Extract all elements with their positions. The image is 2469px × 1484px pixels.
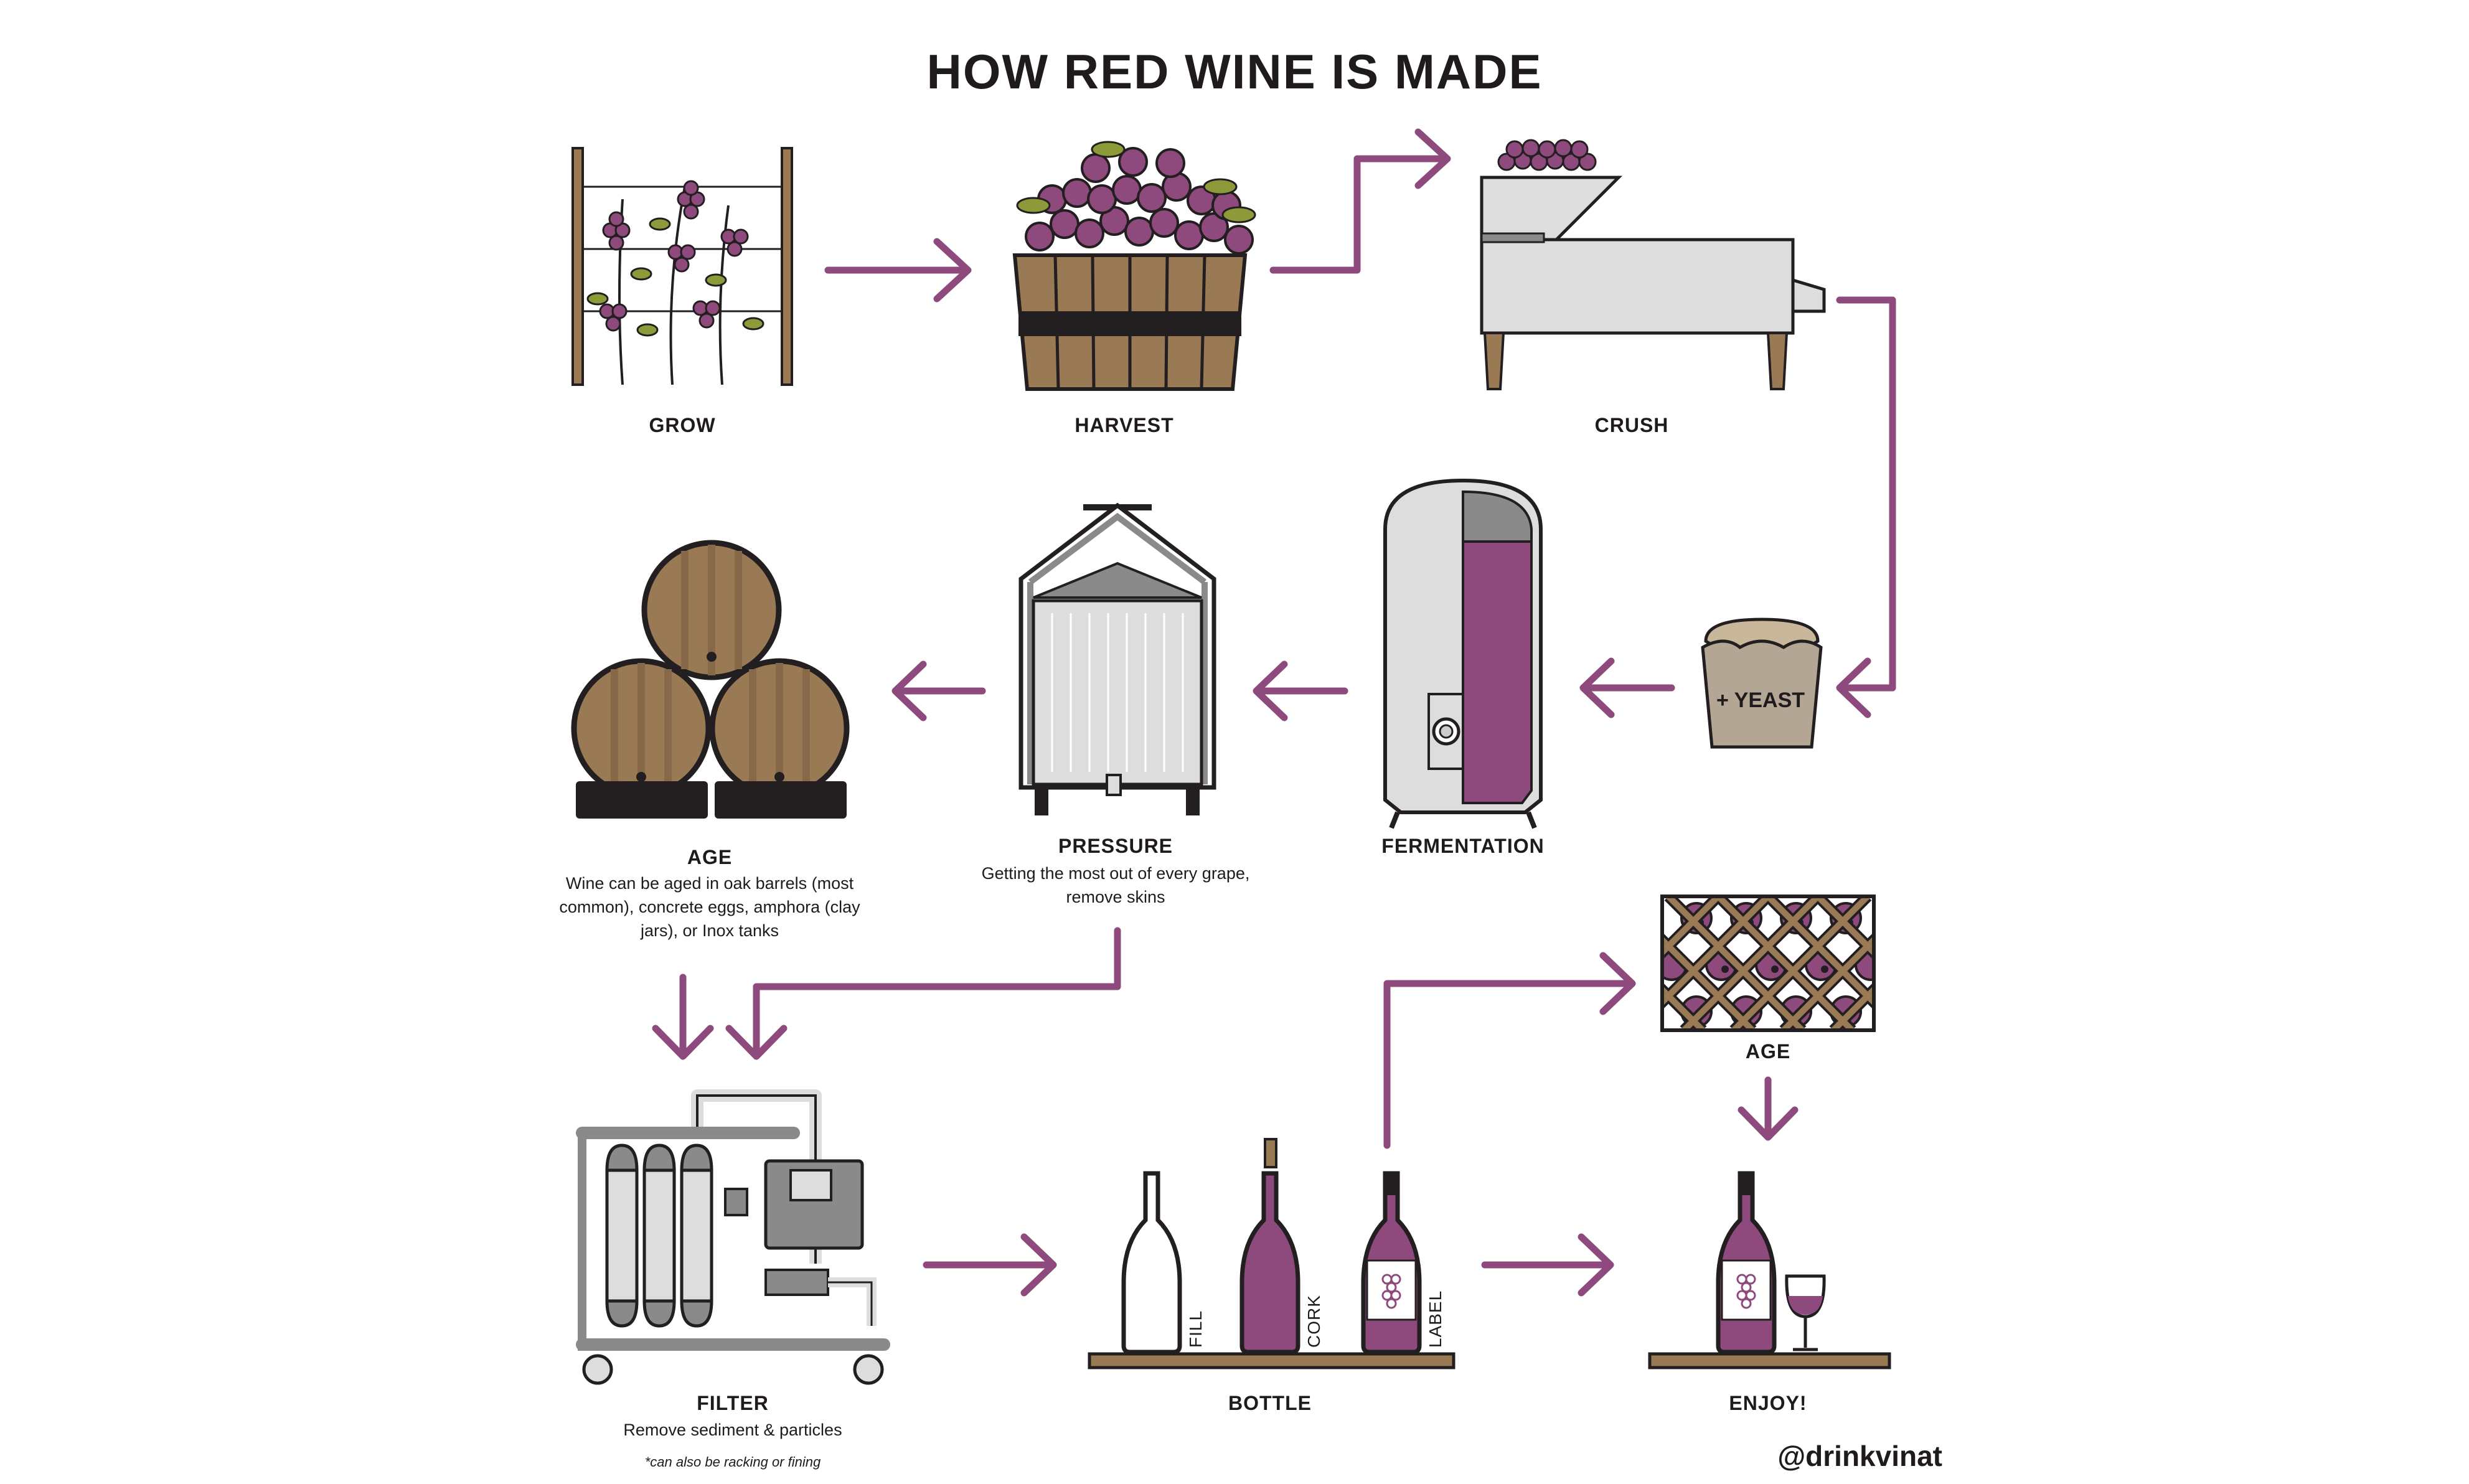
enjoy-label: ENJOY!	[1729, 1392, 1807, 1414]
wine-rack-illustration	[1660, 895, 1876, 1032]
filter-label: FILTER	[697, 1392, 769, 1414]
arrow-bottle-to-age	[1383, 952, 1636, 1149]
age-rack-label: AGE	[1746, 1040, 1790, 1063]
arrow-pressure-to-age	[891, 660, 986, 721]
bottle-cork-label: CORK	[1304, 1295, 1324, 1348]
pressure-desc-line-2: remove skins	[1066, 888, 1165, 906]
bottling-illustration	[1088, 1138, 1456, 1369]
grow-label: GROW	[649, 414, 715, 436]
yeast-sack-illustration	[1701, 618, 1823, 749]
crusher-illustration	[1480, 139, 1826, 390]
arrow-bottle-to-enjoy	[1481, 1233, 1614, 1297]
age-barrels-label: AGE	[687, 846, 732, 868]
enjoy-illustration	[1648, 1171, 1891, 1369]
filter-note: *can also be racking or fining	[645, 1454, 821, 1470]
arrow-fermentation-to-pressure	[1253, 660, 1348, 721]
harvest-basket-illustration	[1012, 141, 1256, 391]
filter-desc: Remove sediment & particles	[623, 1421, 842, 1439]
arrow-age-to-enjoy	[1738, 1076, 1799, 1141]
brand-handle: @drinkvinat	[1777, 1440, 1942, 1472]
arrow-harvest-to-crush	[1269, 128, 1451, 274]
arrows-to-filter	[652, 927, 1121, 1060]
arrow-yeast-to-fermentation	[1579, 657, 1675, 718]
arrow-grow-to-harvest	[824, 238, 972, 303]
fermentation-tank-illustration	[1383, 478, 1543, 829]
filter-machine-illustration	[576, 1089, 890, 1385]
bottle-fill-label: FILL	[1186, 1310, 1205, 1348]
age-barrels-desc-line-2: common), concrete eggs, amphora (clay	[559, 898, 860, 916]
bottle-step-label: BOTTLE	[1228, 1392, 1312, 1414]
fermentation-label: FERMENTATION	[1381, 835, 1544, 857]
age-barrels-desc-line-1: Wine can be aged in oak barrels (most	[566, 874, 854, 893]
pressure-label: PRESSURE	[1058, 835, 1173, 857]
yeast-tag: + YEAST	[1716, 688, 1805, 712]
oak-barrels-illustration	[571, 540, 850, 819]
pressure-desc-line-1: Getting the most out of every grape,	[982, 864, 1250, 883]
age-barrels-desc-line-3: jars), or Inox tanks	[640, 921, 779, 940]
arrow-filter-to-bottle	[923, 1233, 1057, 1297]
bottle-label-label: LABEL	[1426, 1290, 1445, 1348]
crush-label: CRUSH	[1595, 414, 1669, 436]
arrow-crush-to-yeast	[1836, 296, 1896, 718]
page-title: HOW RED WINE IS MADE	[927, 44, 1543, 99]
vineyard-illustration	[571, 147, 793, 386]
wine-press-illustration	[1018, 502, 1216, 815]
harvest-label: HARVEST	[1075, 414, 1173, 436]
